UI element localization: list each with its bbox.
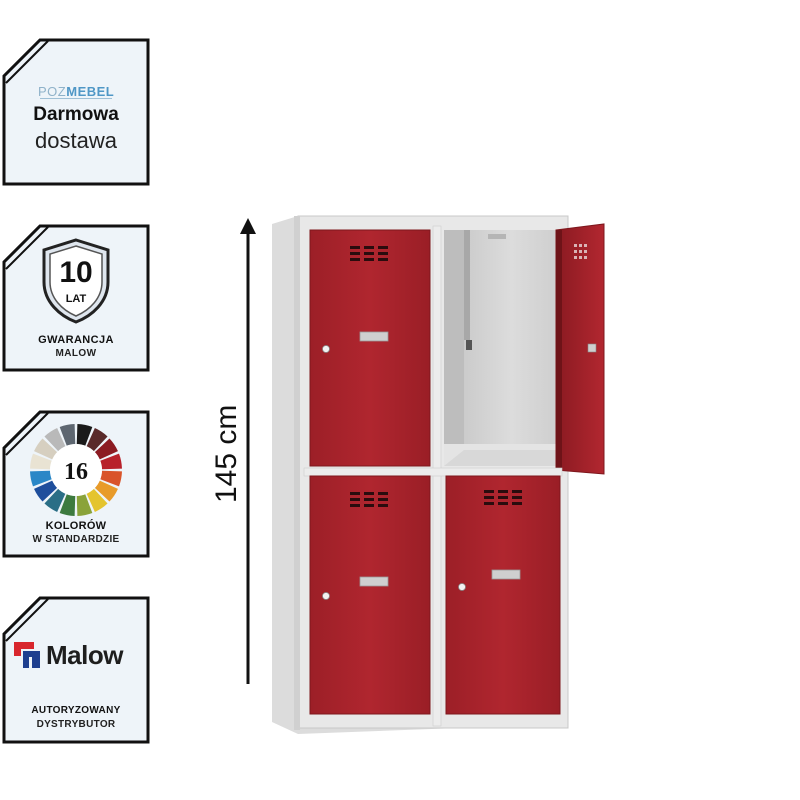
color-swatch bbox=[34, 438, 58, 460]
color-swatch bbox=[94, 438, 118, 460]
color-swatch bbox=[59, 424, 76, 446]
badge-frame bbox=[2, 38, 150, 186]
height-dimension: 145 cm bbox=[182, 405, 272, 503]
locker-illustration bbox=[272, 215, 605, 734]
color-swatch bbox=[76, 424, 93, 446]
door-open bbox=[555, 223, 605, 475]
warranty-number: 10 bbox=[59, 256, 92, 289]
door-top-left bbox=[309, 229, 431, 467]
height-label: 145 cm bbox=[210, 404, 243, 503]
shield-icon: 10 LAT bbox=[42, 238, 110, 324]
color-swatch bbox=[30, 453, 52, 470]
badge-free-delivery: POZMEBEL Darmowa dostawa bbox=[2, 38, 150, 186]
pozmebel-logo: POZMEBEL bbox=[38, 84, 115, 99]
warranty-unit: LAT bbox=[66, 293, 87, 305]
compartment-open bbox=[444, 230, 556, 466]
color-swatch bbox=[86, 488, 108, 512]
colors-line1: KOLORÓW bbox=[45, 520, 107, 532]
distributor-line2: DYSTRYBUTOR bbox=[36, 719, 116, 730]
color-swatch bbox=[86, 428, 108, 452]
color-swatch bbox=[100, 453, 122, 470]
malow-brand: Malow bbox=[46, 640, 123, 670]
colors-line2: W STANDARDZIE bbox=[32, 534, 120, 545]
color-wheel-icon: 16 bbox=[30, 424, 122, 516]
door-bottom-left bbox=[309, 475, 431, 715]
color-swatch bbox=[44, 488, 66, 512]
color-swatch bbox=[30, 470, 52, 487]
warranty-line2: MALOW bbox=[55, 348, 97, 359]
door-bottom-right bbox=[445, 475, 561, 715]
logo-underline bbox=[40, 98, 112, 102]
malow-logo-icon bbox=[14, 642, 40, 668]
badge-frame bbox=[2, 596, 150, 744]
color-swatch bbox=[44, 428, 66, 452]
color-swatch bbox=[34, 480, 58, 502]
color-swatch bbox=[76, 494, 93, 516]
color-swatch bbox=[100, 470, 122, 487]
height-arrow-icon bbox=[240, 218, 256, 684]
badge-warranty: 10 LAT GWARANCJA MALOW bbox=[2, 224, 150, 372]
locker-shelf-divider bbox=[303, 467, 563, 477]
badge-colors: 16 KOLORÓW W STANDARDZIE bbox=[2, 410, 150, 558]
warranty-line1: GWARANCJA bbox=[38, 334, 114, 346]
delivery-line1: Darmowa bbox=[33, 104, 119, 125]
colors-count: 16 bbox=[64, 459, 88, 485]
color-swatch bbox=[59, 494, 76, 516]
delivery-line2: dostawa bbox=[35, 128, 117, 153]
badge-distributor: Malow AUTORYZOWANY DYSTRYBUTOR bbox=[2, 596, 150, 744]
color-swatch bbox=[94, 480, 118, 502]
distributor-line1: AUTORYZOWANY bbox=[31, 705, 121, 716]
